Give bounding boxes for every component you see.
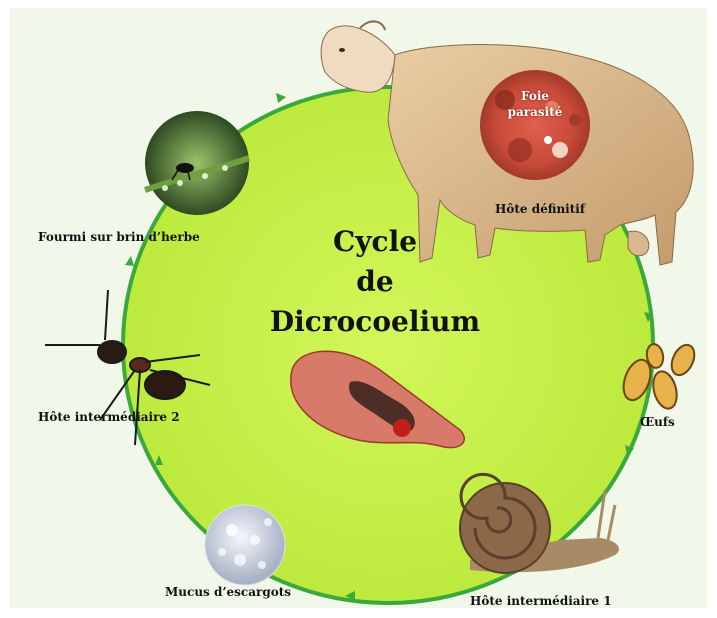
diagram-title: Cycle de Dicrocoelium (255, 222, 495, 342)
ant-on-grass-icon (145, 111, 249, 215)
label-intermediate-host-1: Hôte intermédiaire 1 (470, 594, 612, 608)
label-ant-on-grass: Fourmi sur brin d’herbe (38, 230, 200, 244)
title-line-3: Dicrocoelium (255, 302, 495, 342)
label-eggs: Œufs (640, 415, 675, 429)
liver-label: Foie parasité (496, 88, 574, 120)
title-line-1: Cycle (255, 222, 495, 262)
label-definitive-host: Hôte définitif (495, 202, 585, 216)
label-intermediate-host-2: Hôte intermédiaire 2 (38, 410, 180, 424)
label-snail-mucus: Mucus d’escargots (165, 585, 291, 599)
liver-icon (480, 70, 590, 180)
title-line-2: de (255, 262, 495, 302)
mucus-icon (205, 505, 285, 585)
arrow-icon (276, 93, 286, 103)
arrow-icon (125, 256, 134, 266)
